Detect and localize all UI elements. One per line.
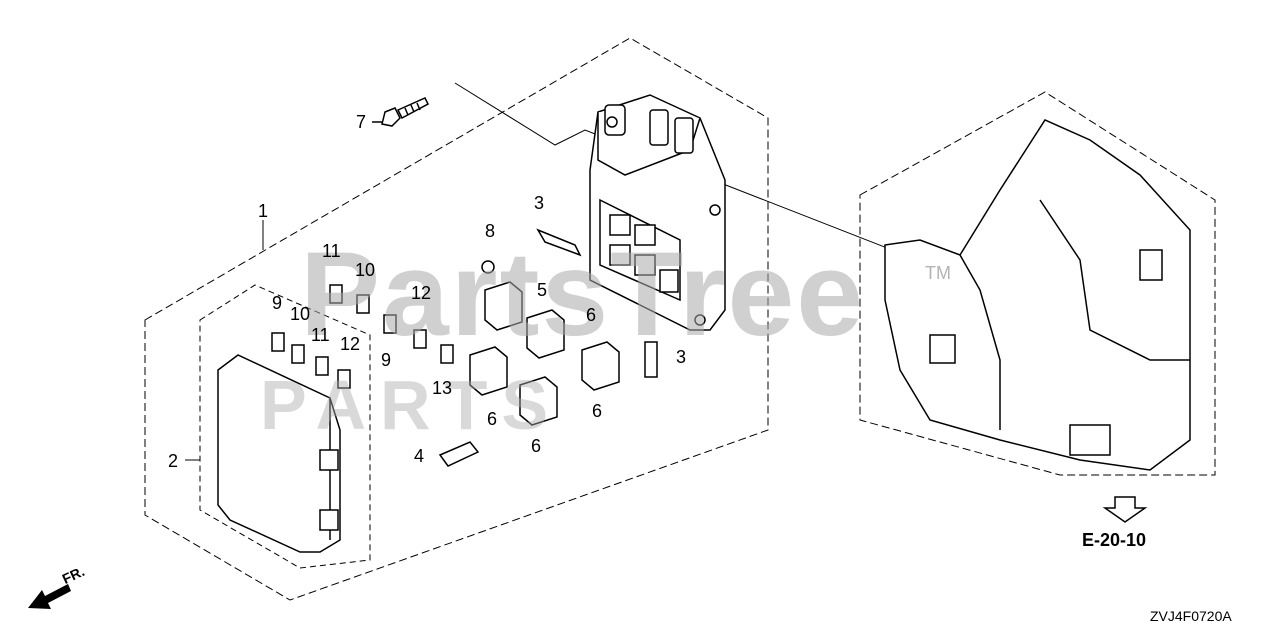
callout-6c: 6: [531, 436, 542, 456]
fuse-box-icon: [589, 94, 726, 331]
callout-9b: 9: [381, 350, 392, 370]
callout-3b: 3: [676, 347, 687, 367]
callout-5: 5: [537, 280, 548, 300]
assembly-outline: [144, 37, 769, 601]
bolt-icon: [372, 97, 429, 127]
bolt-leader: [454, 82, 906, 256]
callout-6a: 6: [586, 305, 597, 325]
callout-2: 2: [168, 451, 179, 471]
watermark-trademark: TM: [925, 263, 951, 283]
callout-12a: 12: [411, 283, 432, 303]
fuse-icons: [271, 284, 454, 389]
arrow-front-icon: [28, 584, 71, 609]
callout-6d: 6: [592, 401, 603, 421]
arrow-down-icon: [1102, 496, 1148, 523]
callout-13: 13: [432, 378, 453, 398]
callout-6b: 6: [487, 409, 498, 429]
callout-3a: 3: [534, 193, 545, 213]
callout-12b: 12: [340, 334, 361, 354]
callout-11b: 11: [311, 325, 330, 345]
reference-label: E-20-10: [1082, 530, 1147, 550]
callout-7: 7: [356, 112, 367, 132]
drawing-code: ZVJ4F0720A: [1150, 608, 1232, 624]
connector-icons: [438, 228, 658, 467]
frame-icon: [884, 119, 1191, 471]
callout-10b: 10: [290, 304, 311, 324]
cover-outline: [199, 284, 371, 569]
relay-icons: [469, 281, 620, 426]
callout-1: 1: [258, 201, 269, 221]
callout-9a: 9: [272, 293, 283, 313]
callout-10a: 10: [355, 260, 376, 280]
frame-outline: [859, 91, 1216, 476]
callout-8: 8: [485, 221, 496, 241]
cover-icon: [217, 354, 341, 553]
callout-11a: 11: [322, 241, 341, 261]
callout-4: 4: [414, 446, 425, 466]
